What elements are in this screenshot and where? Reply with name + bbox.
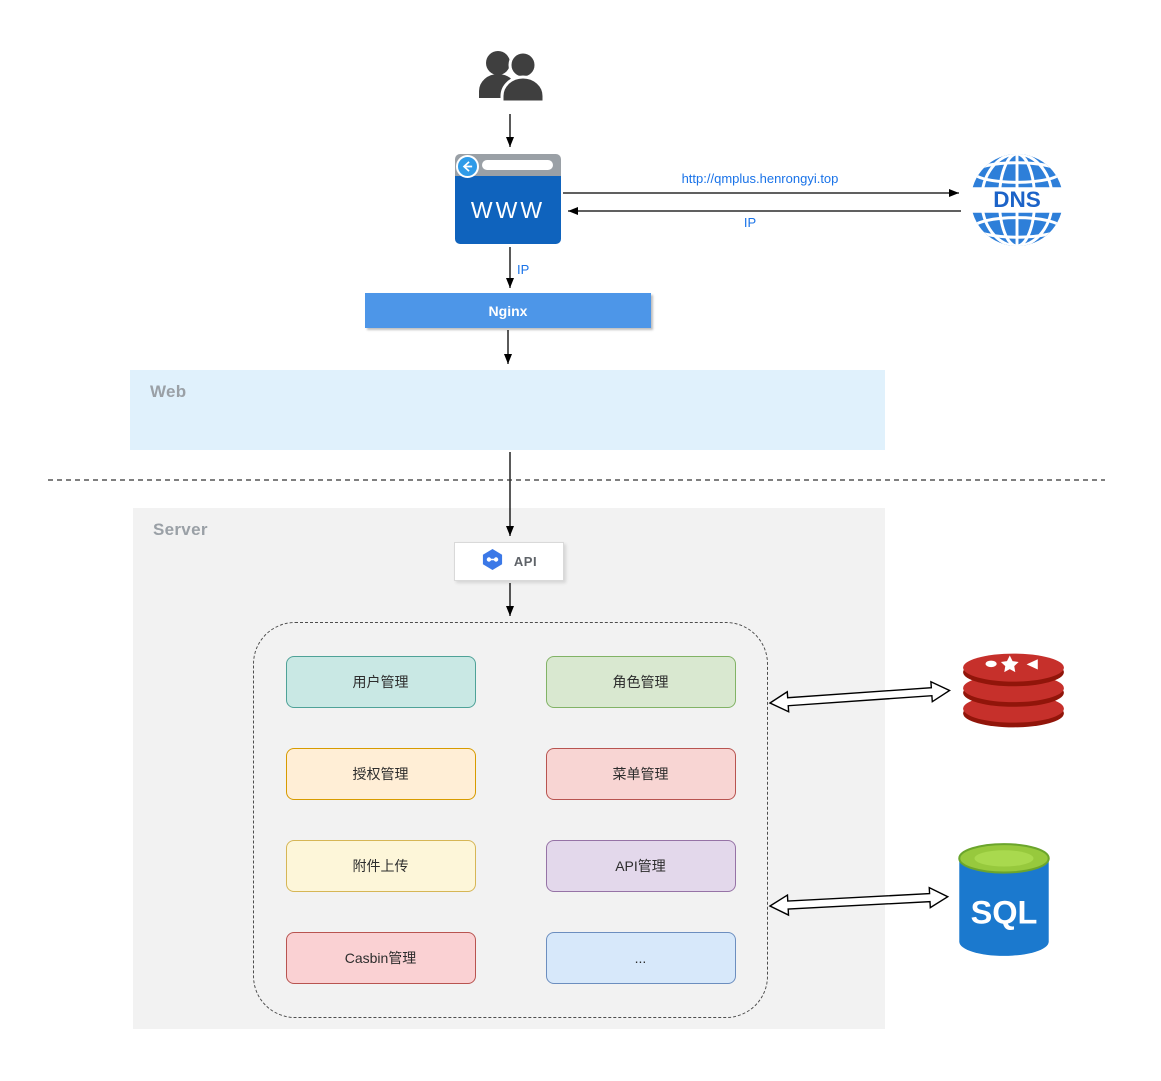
- module-box-4: 菜单管理: [545, 748, 736, 800]
- dns-globe-icon: DNS: [968, 151, 1066, 249]
- redis-icon: [957, 648, 1070, 732]
- nginx-box: Nginx: [365, 293, 651, 328]
- browser-body: WWW: [455, 176, 561, 244]
- module-label: ...: [634, 950, 647, 966]
- dns-response-label: IP: [743, 215, 757, 230]
- dns-label: DNS: [993, 187, 1041, 212]
- api-hexagon-icon: [481, 548, 504, 576]
- module-container: 用户管理 角色管理 授权管理 菜单管理 附件上传 API管理 Casbin管理 …: [253, 622, 768, 1018]
- module-box-8: ...: [545, 932, 736, 984]
- module-box-5: 附件上传: [285, 840, 476, 892]
- users-icon: [471, 46, 549, 112]
- module-box-2: 角色管理: [545, 656, 736, 708]
- module-label: 附件上传: [352, 858, 409, 874]
- server-zone-label: Server: [153, 520, 208, 539]
- browser-toolbar: [455, 154, 561, 178]
- module-grid: 用户管理 角色管理 授权管理 菜单管理 附件上传 API管理 Casbin管理 …: [254, 623, 767, 984]
- module-label: 授权管理: [352, 766, 409, 782]
- browser-back-icon: [456, 155, 479, 178]
- module-label: Casbin管理: [344, 950, 417, 966]
- server-zone: Server: [133, 508, 885, 1029]
- module-label: 角色管理: [612, 674, 669, 690]
- browser-address-bar: [482, 160, 553, 170]
- module-label: 菜单管理: [612, 766, 669, 782]
- browser-nginx-ip-label: IP: [517, 262, 530, 277]
- sql-label: SQL: [971, 894, 1038, 930]
- browser-label: WWW: [470, 196, 546, 223]
- nginx-label: Nginx: [488, 302, 528, 319]
- web-zone: Web: [130, 370, 885, 450]
- api-label: API: [513, 554, 538, 569]
- browser-window: WWW: [455, 154, 561, 244]
- module-box-6: API管理: [545, 840, 736, 892]
- api-badge: API: [454, 542, 564, 581]
- module-label: API管理: [615, 858, 666, 874]
- sql-database-icon: SQL: [953, 838, 1055, 962]
- module-box-1: 用户管理: [285, 656, 476, 708]
- dns-request-label: http://qmplus.henrongyi.top: [681, 171, 839, 186]
- module-box-3: 授权管理: [285, 748, 476, 800]
- web-zone-label: Web: [150, 382, 187, 401]
- module-label: 用户管理: [352, 674, 409, 690]
- module-box-7: Casbin管理: [285, 932, 476, 984]
